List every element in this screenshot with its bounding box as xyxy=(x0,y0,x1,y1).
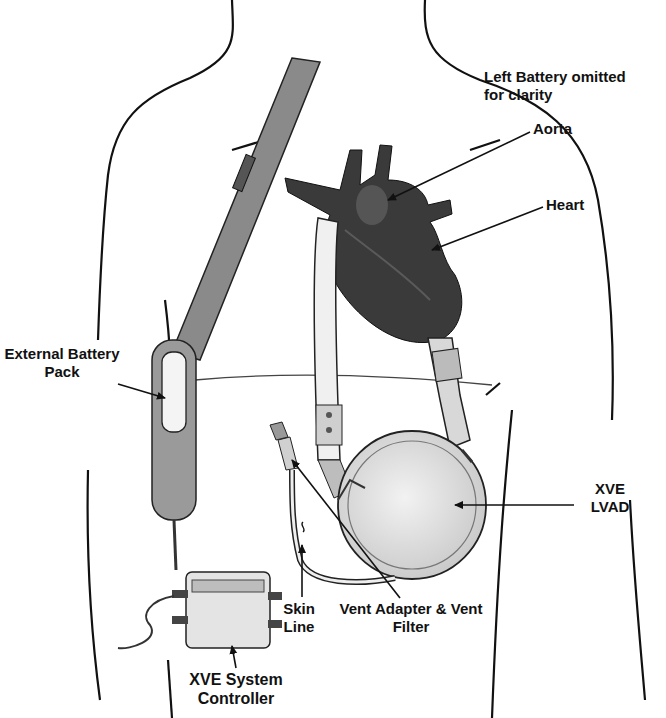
part-label: Skin Line xyxy=(268,600,330,636)
leader-lines xyxy=(118,132,574,668)
part-label: Vent Adapter & Vent Filter xyxy=(336,600,486,636)
system-controller xyxy=(118,572,282,648)
skin-line xyxy=(270,422,395,582)
battery-pack xyxy=(152,340,196,570)
outflow-graft xyxy=(314,218,352,498)
part-label: XVE LVAD xyxy=(575,480,645,516)
part-label: External Battery Pack xyxy=(2,345,122,381)
part-label: Heart xyxy=(546,196,616,214)
part-label: XVE System Controller xyxy=(166,670,306,708)
heart xyxy=(285,145,462,343)
note-label: Left Battery omitted for clarity xyxy=(484,68,649,104)
part-label: Aorta xyxy=(533,120,603,138)
inflow-conduit xyxy=(428,338,470,448)
shoulder-strap xyxy=(172,58,320,360)
body-outline xyxy=(88,0,645,718)
